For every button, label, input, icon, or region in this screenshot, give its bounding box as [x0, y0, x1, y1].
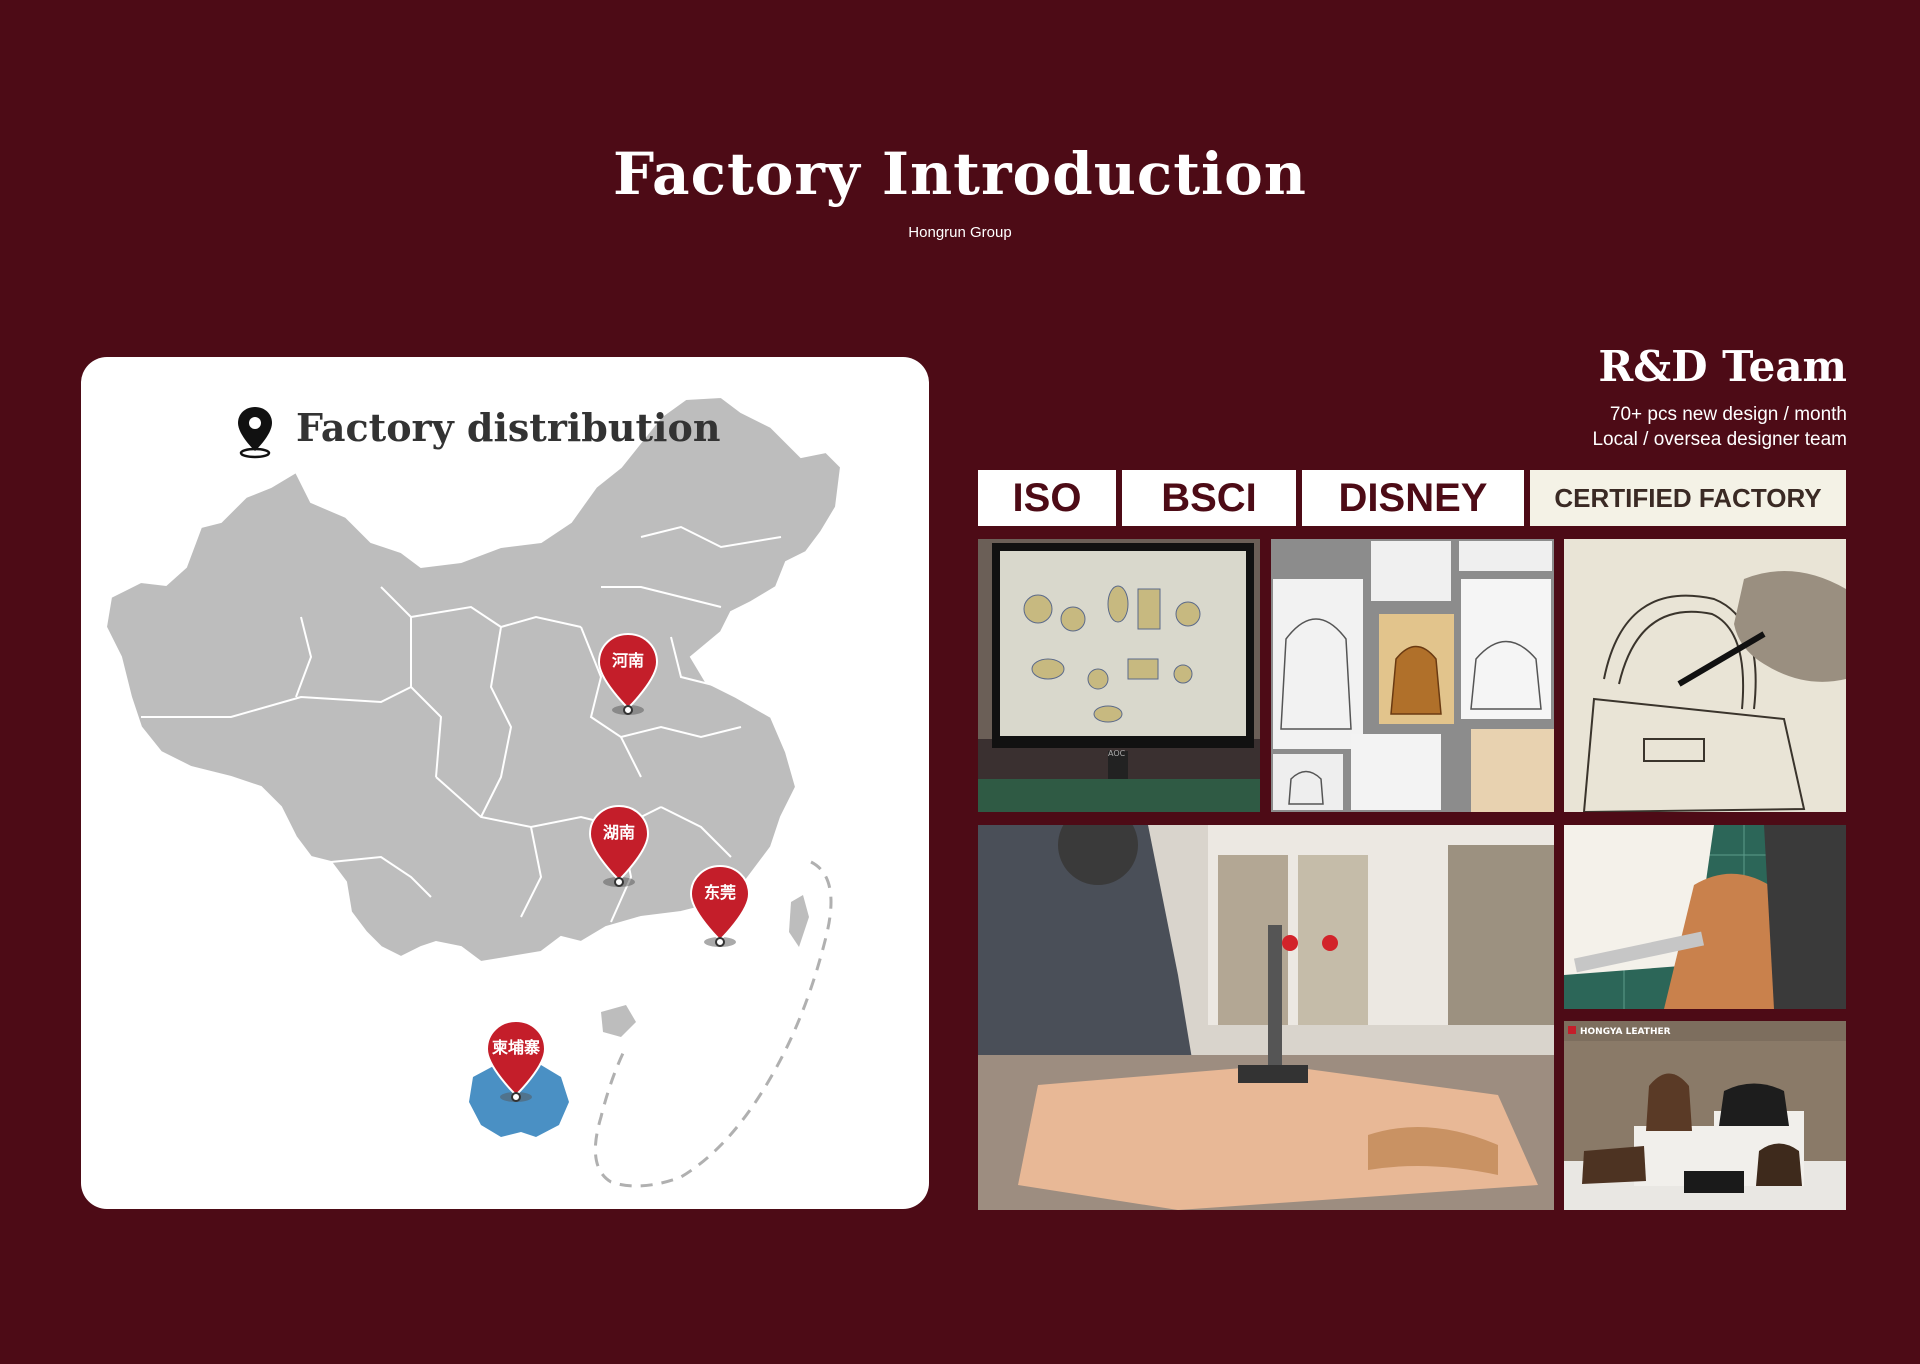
photo-hand-drawing	[1564, 539, 1846, 812]
map-marker-icon	[588, 804, 650, 887]
cert-disney: DISNEY	[1302, 470, 1524, 526]
marker-label: 柬埔寨	[491, 1038, 540, 1057]
marker-label: 东莞	[703, 883, 736, 902]
marker-cambodia[interactable]: 柬埔寨	[483, 1017, 549, 1107]
taiwan-island	[789, 895, 809, 947]
factory-distribution-title: Factory distribution	[296, 405, 721, 450]
page-subtitle: Hongrun Group	[908, 224, 1012, 241]
province-borders	[141, 525, 782, 923]
rd-team-title: R&D Team	[1598, 342, 1847, 391]
sea-boundary-dashed	[593, 860, 833, 1188]
marker-henan[interactable]: 河南	[595, 630, 661, 720]
brand-label: HONGYA LEATHER	[1580, 1027, 1671, 1037]
cert-bsci: BSCI	[1122, 470, 1296, 526]
cert-iso: ISO	[978, 470, 1116, 526]
factory-map-card: Factory distribution 河南 湖南 东莞 柬埔寨	[81, 357, 929, 1209]
map-marker-icon	[597, 632, 659, 715]
photo-cutting-mat	[1564, 825, 1846, 1009]
china-map	[104, 395, 843, 1188]
map-marker-icon	[689, 864, 751, 947]
cert-certified-factory: CERTIFIED FACTORY	[1530, 470, 1846, 526]
photo-bag-products: HONGYA LEATHER	[1564, 1021, 1846, 1210]
rd-line-design: 70+ pcs new design / month	[1609, 404, 1847, 425]
photo-bag-sketches	[1271, 539, 1554, 812]
hainan-island	[601, 1005, 636, 1037]
china-landmass	[104, 395, 843, 964]
location-pin-icon	[238, 407, 272, 459]
map-marker-icon	[485, 1019, 547, 1102]
photo-cad-monitor: AOC	[978, 539, 1260, 812]
page-title: Factory Introduction	[613, 140, 1307, 208]
monitor-brand: AOC	[1108, 749, 1126, 758]
photo-leather-cutting	[978, 825, 1554, 1210]
marker-dongguan[interactable]: 东莞	[687, 862, 753, 952]
rd-line-team: Local / oversea designer team	[1592, 429, 1847, 450]
marker-hunan[interactable]: 湖南	[586, 802, 652, 892]
marker-label: 湖南	[602, 823, 635, 842]
marker-label: 河南	[611, 651, 644, 670]
